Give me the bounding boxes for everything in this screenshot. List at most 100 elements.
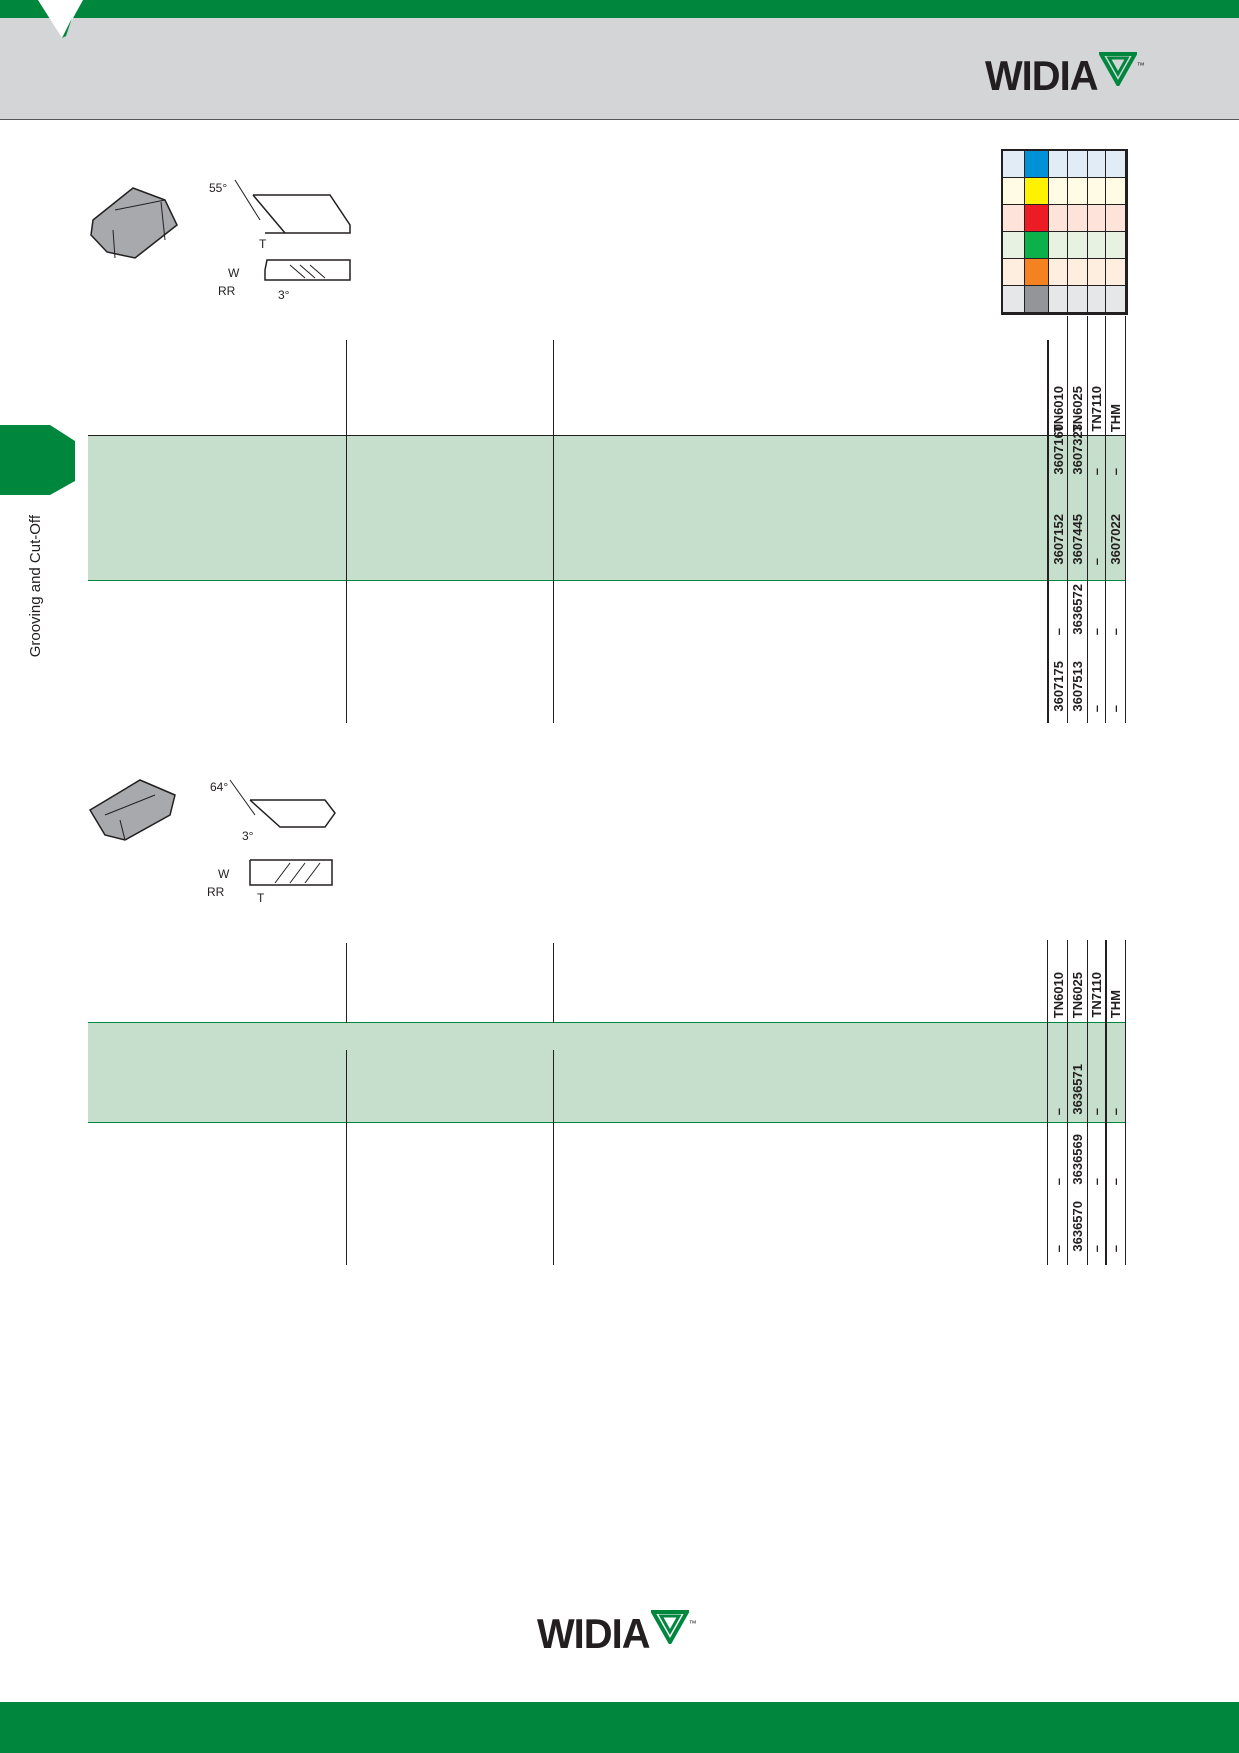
column-divider: [1067, 940, 1068, 1265]
order-number: 3636572: [1070, 584, 1085, 635]
dimension-rr-label: RR: [218, 284, 236, 298]
top-green-bar: [0, 0, 1239, 18]
grade-header: THM: [1108, 990, 1123, 1019]
material-cell: [1049, 232, 1068, 259]
grade-header: TN7110: [1089, 972, 1104, 1018]
material-cell: [1106, 178, 1126, 205]
material-cell: [1106, 205, 1126, 232]
order-number: –: [1108, 468, 1123, 476]
dimension-t-label: T: [259, 237, 267, 251]
material-cell: [1088, 178, 1106, 205]
column-divider: [1087, 940, 1088, 1265]
column-divider: [346, 1050, 347, 1265]
header-band: [0, 18, 1239, 120]
order-number: 3607175: [1051, 661, 1066, 712]
material-cell: [1106, 259, 1126, 286]
order-number: –: [1089, 558, 1104, 566]
dimension-rr-label: RR: [207, 885, 225, 899]
material-swatch: [1025, 151, 1049, 178]
divider: [88, 1022, 1125, 1023]
order-number: 3607513: [1070, 661, 1085, 712]
table2-highlight-row: [88, 1022, 1125, 1122]
order-number: –: [1089, 705, 1104, 713]
material-cell: [1068, 259, 1088, 286]
order-number: –: [1089, 628, 1104, 636]
material-cell: [1003, 286, 1025, 313]
order-number: 3607323: [1070, 424, 1085, 475]
insert-profile-drawing: [229, 779, 336, 886]
order-number: –: [1051, 1178, 1066, 1186]
widia-logo-mark-icon: [1098, 52, 1137, 86]
order-number: –: [1051, 628, 1066, 636]
order-number: –: [1089, 1108, 1104, 1116]
material-cell: [1088, 232, 1106, 259]
header-notch-icon: [38, 0, 83, 38]
column-divider: [1125, 316, 1126, 723]
order-number: 3636571: [1070, 1064, 1085, 1115]
material-cell: [1068, 232, 1088, 259]
column-divider: [1105, 316, 1106, 723]
table1-highlight-row: [88, 435, 1125, 580]
column-divider: [1087, 316, 1088, 723]
material-swatch: [1025, 178, 1049, 205]
column-divider: [553, 340, 554, 723]
material-cell: [1106, 151, 1126, 178]
relief-angle-label: 3°: [278, 288, 290, 302]
order-number: –: [1051, 1108, 1066, 1116]
angle-label: 64°: [210, 780, 229, 794]
material-cell: [1049, 259, 1068, 286]
grade-header: TN6025: [1070, 972, 1085, 1019]
material-cell: [1003, 205, 1025, 232]
material-group-grid: [1001, 149, 1128, 315]
bottom-green-bar: [0, 1702, 1239, 1753]
material-cell: [1003, 178, 1025, 205]
widia-logo: WIDIA ™: [984, 52, 1145, 99]
column-divider: [1047, 340, 1049, 723]
material-swatch: [1025, 205, 1049, 232]
material-cell: [1068, 151, 1088, 178]
grade-header: TN6010: [1051, 972, 1066, 1019]
material-cell: [1049, 205, 1068, 232]
column-divider: [346, 340, 347, 723]
material-cell: [1003, 259, 1025, 286]
order-number: –: [1108, 705, 1123, 713]
column-divider: [346, 943, 347, 1023]
material-cell: [1049, 286, 1068, 313]
widia-logo-mark-icon: [650, 1610, 689, 1644]
grade-header: THM: [1108, 404, 1123, 433]
column-divider: [553, 1050, 554, 1265]
order-number: –: [1108, 1108, 1123, 1116]
material-swatch: [1025, 286, 1049, 313]
order-number: –: [1108, 1245, 1123, 1253]
divider: [88, 435, 1125, 436]
order-number: 3607445: [1070, 514, 1085, 565]
material-cell: [1068, 178, 1088, 205]
material-cell: [1088, 286, 1106, 313]
order-number: 3636569: [1070, 1134, 1085, 1185]
column-divider: [1125, 940, 1126, 1265]
column-divider: [1047, 940, 1048, 1265]
section-tab: [0, 425, 75, 495]
material-swatch: [1025, 259, 1049, 286]
material-cell: [1049, 178, 1068, 205]
footer-widia-logo: WIDIA ™: [536, 1610, 697, 1657]
order-number: 3636570: [1070, 1201, 1085, 1252]
grade-header: TN7110: [1089, 386, 1104, 432]
order-number: –: [1089, 1245, 1104, 1253]
material-swatch: [1025, 232, 1049, 259]
order-number: –: [1089, 1178, 1104, 1186]
order-number: –: [1051, 1245, 1066, 1253]
section-label: Grooving and Cut-Off: [27, 515, 44, 658]
relief-angle-label: 3°: [242, 829, 254, 843]
divider: [88, 1122, 1125, 1123]
order-number: –: [1108, 628, 1123, 636]
dimension-w-label: W: [218, 867, 230, 881]
order-number: 3607022: [1108, 514, 1123, 565]
material-cell: [1003, 232, 1025, 259]
column-divider: [553, 943, 554, 1023]
dimension-w-label: W: [228, 266, 240, 280]
material-cell: [1088, 205, 1106, 232]
angle-label: 55°: [209, 181, 228, 195]
order-number: –: [1089, 468, 1104, 476]
